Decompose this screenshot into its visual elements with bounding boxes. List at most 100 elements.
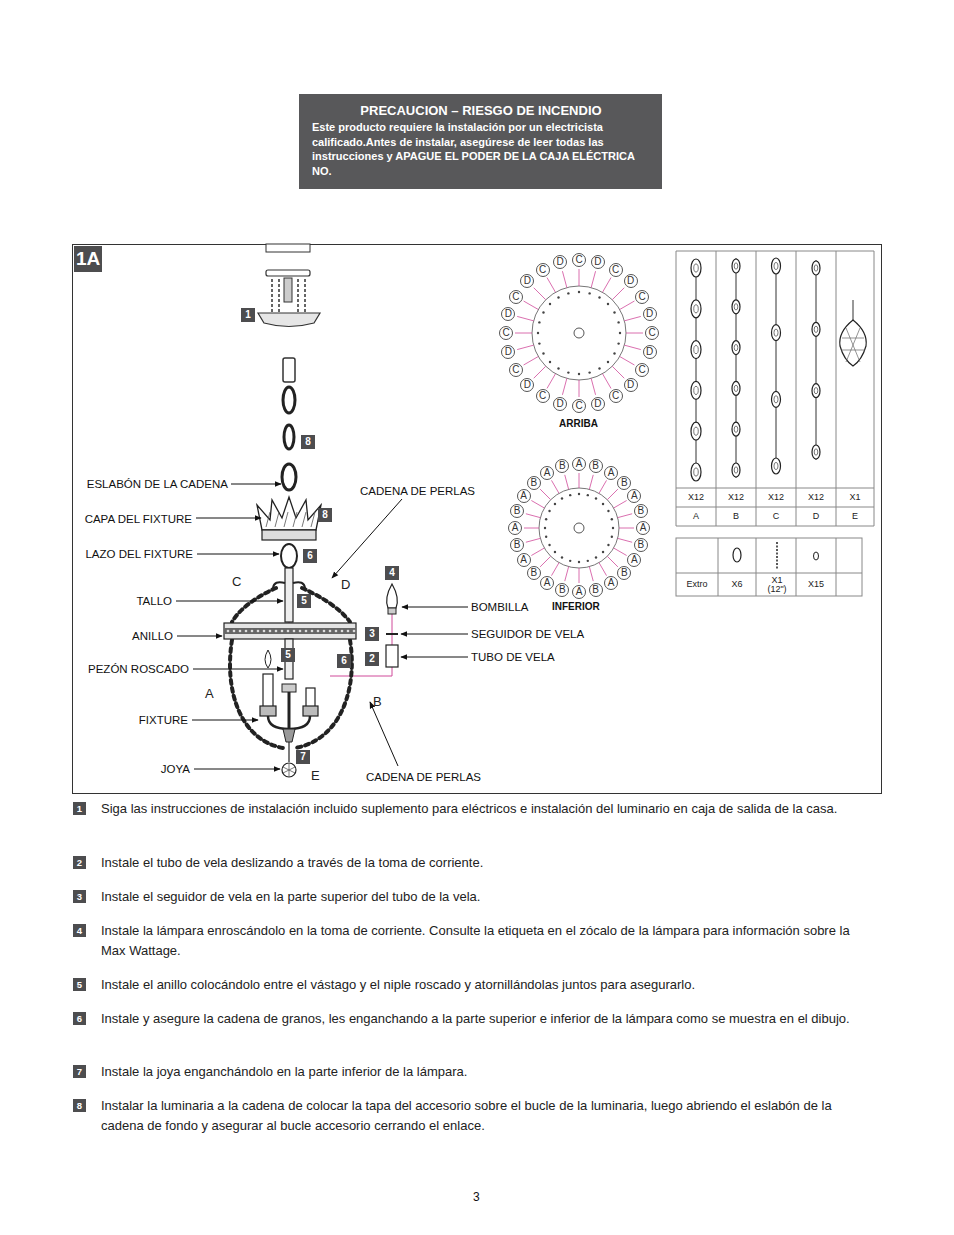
table-cell: C — [773, 511, 780, 522]
crystal-chain — [776, 542, 778, 569]
table-cell: X12 — [728, 492, 744, 503]
hook-line — [624, 316, 640, 320]
crystal-bead — [732, 463, 740, 477]
chain-link — [283, 387, 295, 413]
hook-line — [589, 567, 593, 581]
bead-facet — [694, 346, 699, 354]
plate-hole — [574, 328, 584, 338]
bead-facet — [694, 386, 699, 394]
table-line — [676, 488, 874, 489]
plate-hole — [578, 561, 580, 563]
bead-facet — [694, 468, 699, 476]
crystal-position: A — [540, 466, 554, 480]
pendant-facet — [841, 328, 865, 362]
ring-dot — [287, 630, 290, 633]
crystal-bead — [732, 259, 740, 273]
pendant-hanger — [853, 300, 854, 320]
crystal-bead — [691, 463, 701, 481]
plate-hole — [607, 544, 609, 546]
hook-line — [540, 556, 551, 567]
hook-line — [547, 374, 556, 389]
warning-box: PRECAUCION – RIESGO DE INCENDIOEste prod… — [299, 94, 662, 189]
leader-line — [194, 769, 280, 770]
chain-wire — [230, 640, 283, 748]
hook-line — [591, 271, 595, 287]
ring-dot — [251, 630, 254, 633]
crystal-position: B — [510, 504, 524, 518]
crystal-chain — [776, 258, 777, 474]
callout-number: 3 — [365, 627, 379, 641]
screw — [278, 279, 280, 316]
plate-hole — [567, 371, 569, 373]
table-cell: X15 — [808, 579, 824, 590]
crystal-position: B — [617, 476, 631, 490]
hook-line — [524, 357, 539, 366]
hook-line — [579, 380, 580, 397]
crystal-position: B — [510, 538, 524, 552]
crystal-plate — [532, 286, 626, 380]
plate-hole — [578, 373, 580, 375]
plate-hole — [549, 303, 551, 305]
leader-line — [402, 607, 468, 608]
plate-hole — [612, 527, 614, 529]
crystal-position: B — [555, 583, 569, 597]
crystal-position: D — [501, 345, 515, 359]
hook-line — [552, 563, 560, 576]
plate-hole — [613, 352, 615, 354]
leader-line — [401, 657, 468, 658]
hook-line — [517, 316, 533, 320]
candle-cup — [303, 706, 318, 716]
crystal-bead — [732, 422, 740, 436]
hook-letter: B — [373, 694, 382, 709]
part-label: TUBO DE VELA — [471, 650, 555, 664]
ring — [224, 623, 356, 639]
callout-number: 8 — [318, 508, 332, 522]
crystal-position: D — [553, 255, 567, 269]
plate-hole — [537, 332, 539, 334]
table-cell: D — [813, 511, 820, 522]
ring-dot — [329, 630, 332, 633]
callout-number: 6 — [337, 654, 351, 668]
crystal-chain — [816, 260, 817, 460]
screw — [271, 279, 273, 316]
step-number: 1 — [73, 802, 86, 815]
part-label: BOMBILLA — [471, 600, 529, 614]
crystal-bead — [691, 422, 701, 440]
step-text: Instale la lámpara enroscándolo en la to… — [101, 921, 871, 961]
crystal-position: D — [591, 397, 605, 411]
plate-hole — [544, 527, 546, 529]
leader-line — [196, 518, 261, 519]
ring-dot — [323, 630, 326, 633]
ring-dot — [263, 630, 266, 633]
hook-line — [579, 269, 580, 286]
crystal-bead — [691, 341, 701, 359]
cap-detail — [302, 512, 306, 527]
part-label: FIXTURE — [139, 713, 188, 727]
table-cell: E — [852, 511, 858, 522]
part-label: JOYA — [161, 762, 190, 776]
leader-line — [197, 554, 279, 555]
jewel — [282, 763, 296, 777]
plate-hole — [598, 296, 600, 298]
chain-link — [284, 425, 294, 449]
crystal-position: C — [609, 263, 623, 277]
plate-hole — [613, 311, 615, 313]
table-line — [676, 573, 862, 574]
bead-chain — [232, 588, 276, 622]
ring-dot — [341, 630, 344, 633]
crystal-position: B — [527, 476, 541, 490]
crystal-bead — [733, 548, 741, 562]
part-label: CADENA DE PERLAS — [366, 770, 481, 784]
ring-dot — [293, 630, 296, 633]
step-number: 5 — [73, 978, 86, 991]
step-number: 2 — [73, 856, 86, 869]
crystal-position: A — [517, 553, 531, 567]
plate-hole — [617, 321, 619, 323]
crystal-pendant — [840, 320, 866, 366]
table-line — [676, 251, 874, 252]
candle — [306, 688, 315, 707]
bead-facet — [774, 396, 778, 403]
hook-line — [515, 333, 532, 334]
crystal-position: A — [604, 466, 618, 480]
hook-line — [620, 357, 635, 366]
